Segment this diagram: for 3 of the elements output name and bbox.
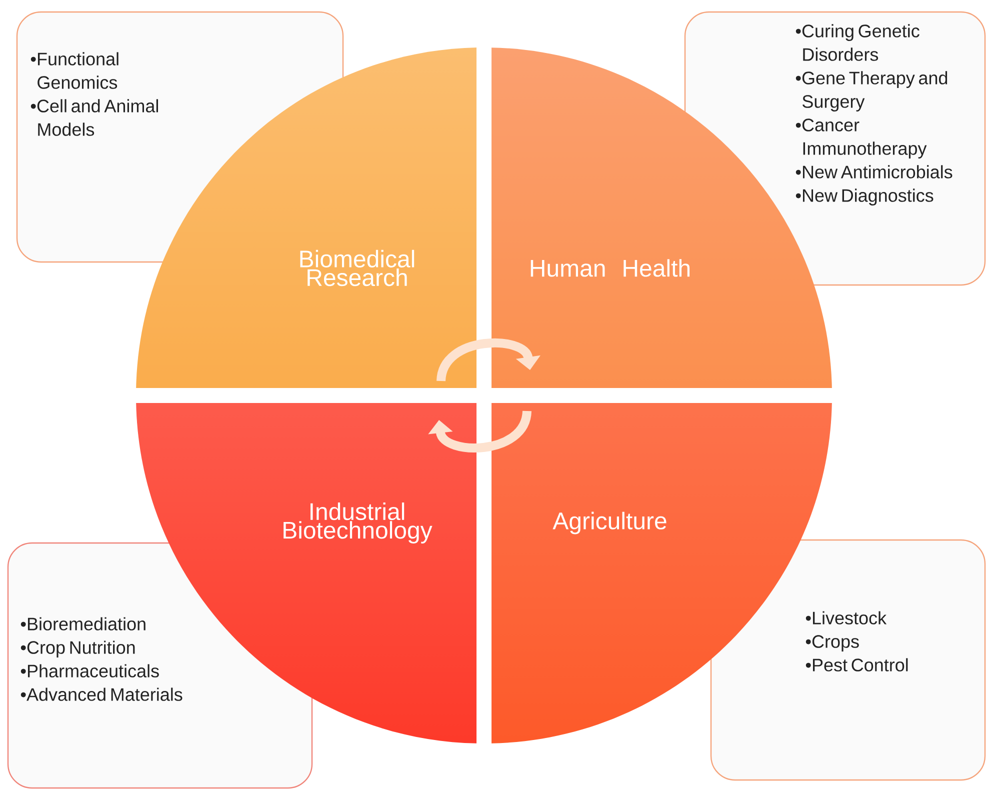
list-box: •Livestock •Crops •Pest Control [710,539,986,781]
quadrant: Agriculture [552,512,666,534]
quadrant: Industrial Biotechnology [284,502,432,544]
